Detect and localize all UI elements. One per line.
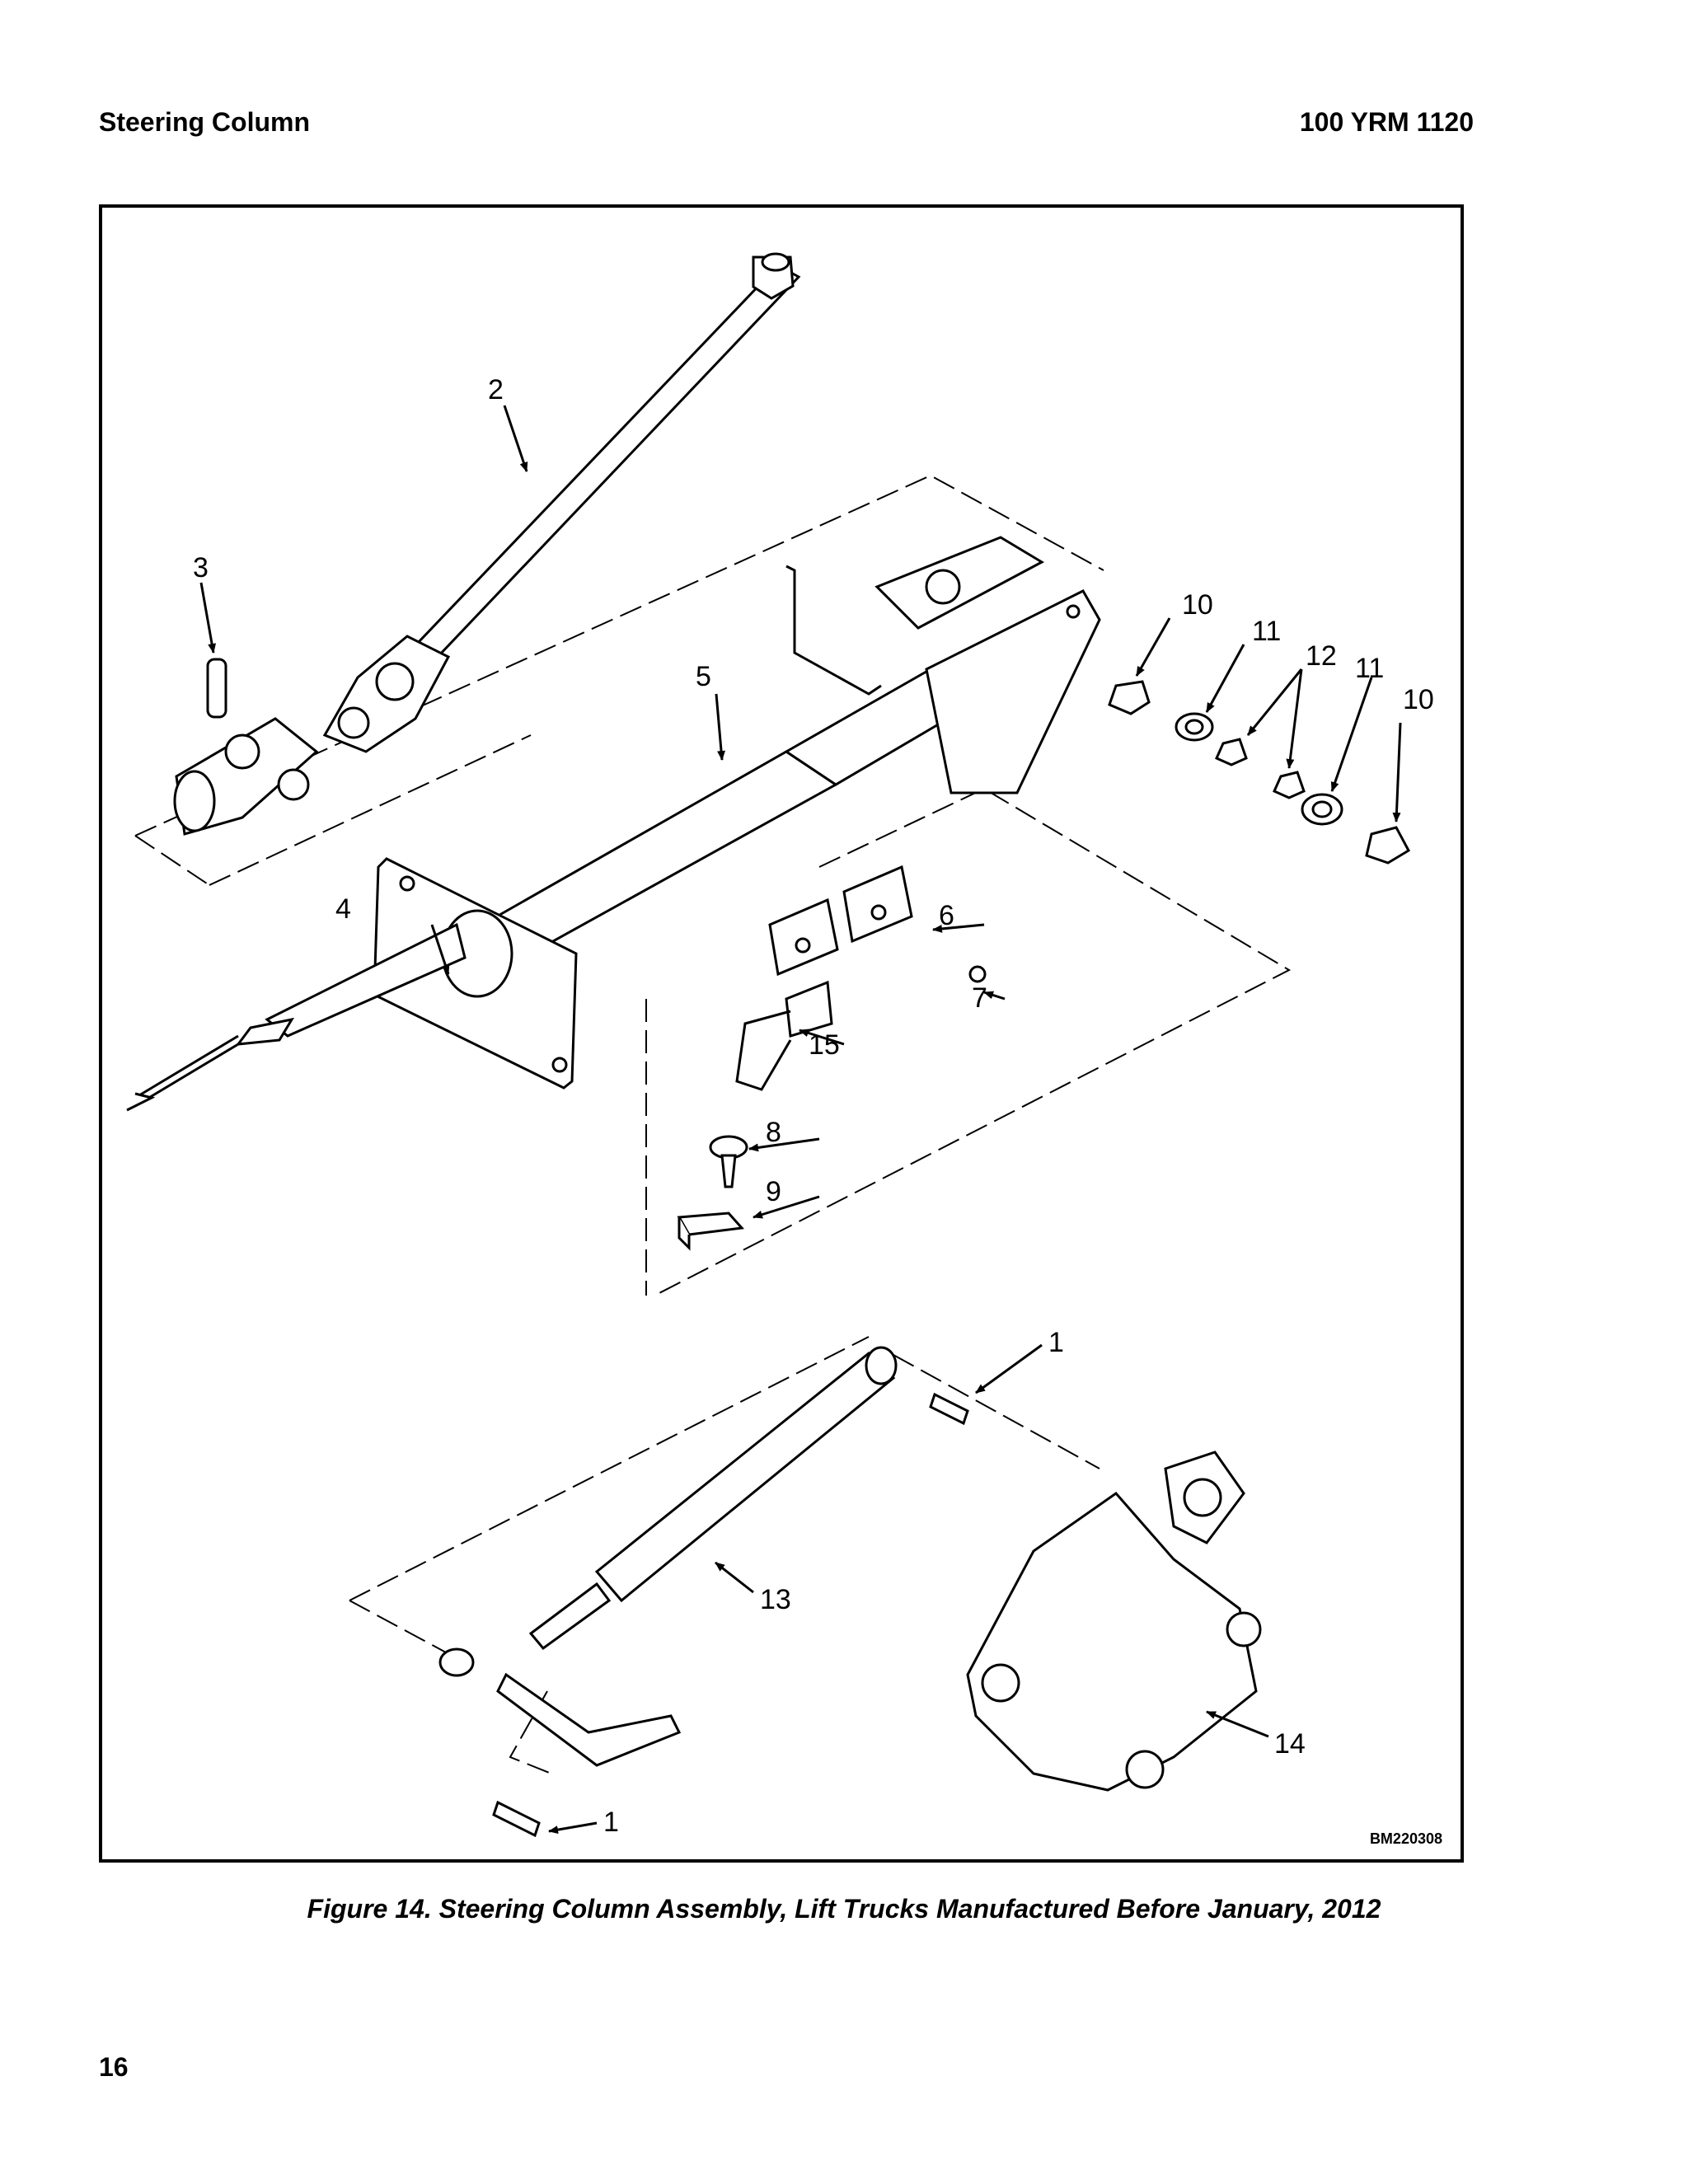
middle-dashed-envelope: [645, 787, 1292, 1296]
document-code: 100 YRM 1120: [1299, 107, 1474, 137]
figure-frame: 2 3 4 5 6 7 15 8 9 10 11 12 11 10 1 13 1…: [99, 204, 1464, 1863]
section-title: Steering Column: [99, 107, 311, 137]
callout-6: 6: [939, 900, 954, 931]
callout-14: 14: [1274, 1728, 1306, 1760]
lower-dashed-envelope: [349, 1336, 1100, 1774]
figure-id: BM220308: [1369, 1830, 1442, 1847]
screw-clip-part: [677, 1135, 748, 1251]
steering-column-part: [487, 536, 1101, 955]
callout-3: 3: [193, 552, 209, 583]
steering-shaft-part: [398, 252, 801, 675]
universal-joint-part: [173, 635, 451, 836]
callout-13: 13: [760, 1584, 791, 1615]
callout-5: 5: [696, 661, 711, 692]
switch-assembly-part: [735, 865, 987, 1091]
callout-11-left: 11: [1252, 616, 1281, 647]
callout-2: 2: [488, 374, 504, 405]
callout-11-right: 11: [1355, 653, 1384, 684]
figure-caption: Figure 14. Steering Column Assembly, Lif…: [307, 1894, 1381, 1924]
mounting-bracket-part: [966, 1451, 1262, 1792]
callout-1-bottom: 1: [603, 1807, 619, 1838]
callout-10-right: 10: [1403, 684, 1434, 715]
hardware-stack-part: [1108, 680, 1410, 865]
callout-15: 15: [809, 1029, 840, 1061]
callout-12: 12: [1306, 640, 1337, 672]
callout-7: 7: [972, 982, 987, 1014]
callout-10-left: 10: [1182, 589, 1213, 621]
gas-spring-part: [438, 1346, 969, 1838]
page-number: 16: [99, 2052, 129, 2082]
exploded-view-drawing: 2 3 4 5 6 7 15 8 9 10 11 12 11 10 1 13 1…: [126, 252, 1434, 1838]
callout-4: 4: [335, 893, 351, 925]
callout-8: 8: [766, 1117, 781, 1148]
callout-1-top: 1: [1048, 1327, 1064, 1358]
callout-labels: 2 3 4 5 6 7 15 8 9 10 11 12 11 10 1 13 1…: [193, 374, 1434, 1838]
leader-lines: [199, 405, 1402, 1835]
callout-9: 9: [766, 1176, 781, 1207]
column-sleeve-part: [126, 857, 578, 1112]
